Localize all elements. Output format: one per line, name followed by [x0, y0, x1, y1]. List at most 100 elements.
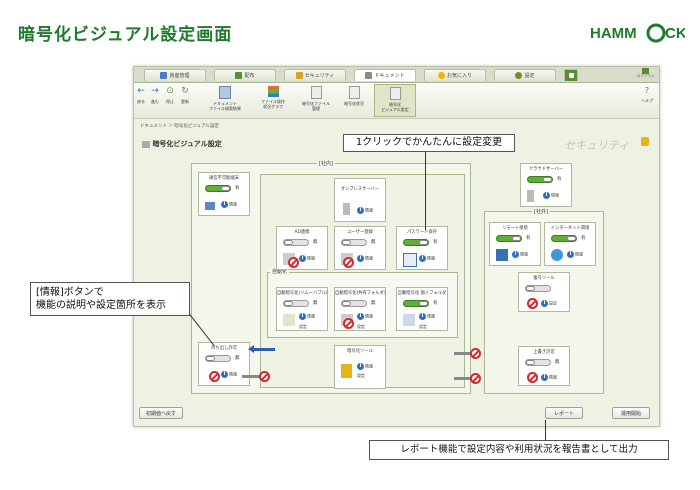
- deny-icon: [527, 298, 538, 309]
- toggle-ad[interactable]: [283, 239, 309, 246]
- document-icon: [365, 72, 373, 79]
- callout-pointer: [425, 152, 426, 230]
- hammock-logo: HAMM CK: [590, 22, 687, 44]
- external-zone-label: [社外]: [532, 208, 550, 215]
- stop-button[interactable]: ⊙ 停止: [166, 86, 174, 104]
- refresh-button[interactable]: ↻ 更新: [181, 86, 189, 104]
- settings-screen-icon: [142, 140, 150, 148]
- network-icon: [205, 202, 215, 210]
- tab-settings[interactable]: 設定: [494, 69, 556, 81]
- toggle-auto-removable[interactable]: [283, 300, 309, 307]
- callout-pointer: [545, 420, 546, 440]
- toolbar-file-graph[interactable]: ファイル操作状況グラフ: [254, 86, 292, 109]
- forward-arrow-icon: →: [151, 86, 159, 96]
- encryption-status-icon: [348, 86, 360, 99]
- back-button[interactable]: ← 戻る: [137, 86, 145, 104]
- home-icon: [568, 73, 574, 78]
- deny-icon: [343, 318, 354, 329]
- deny-icon: [470, 373, 481, 384]
- start-operation-button[interactable]: 運用開始: [612, 407, 650, 419]
- toggle-internet[interactable]: [551, 235, 577, 242]
- toolbar-visual-settings[interactable]: 暗号化ビジュアル設定: [374, 84, 416, 117]
- toggle-auto-personal[interactable]: [403, 300, 429, 307]
- tab-favorites[interactable]: お気に入り: [424, 69, 486, 81]
- flow-arrow: [251, 348, 275, 351]
- globe-icon: [551, 249, 563, 261]
- toggle-decryption-tool[interactable]: [525, 285, 551, 292]
- lock-icon: [295, 72, 303, 79]
- refresh-icon: ↻: [181, 86, 189, 96]
- toggle-export-permit[interactable]: [525, 359, 551, 366]
- tab-bar: 資産管理 配布 セキュリティ ドキュメント お気に入り 設定 ログアウト: [134, 67, 659, 83]
- callout-report: レポート機能で設定内容や利用状況を報告書として出力: [369, 440, 669, 460]
- arrow-head-icon: [248, 345, 254, 353]
- toggle-auto-network[interactable]: [341, 300, 367, 307]
- tab-distribution[interactable]: 配布: [214, 69, 276, 81]
- server-icon: [343, 203, 350, 215]
- server-icon: [527, 190, 534, 202]
- logout-icon: [642, 68, 650, 74]
- document-search-icon: [219, 86, 231, 99]
- breadcrumb: ドキュメント ＞ 暗号化ビジュアル設定: [140, 124, 219, 129]
- auto-encrypt-label: 自動化: [270, 268, 290, 275]
- deny-icon: [470, 348, 481, 359]
- toggle-remote[interactable]: [496, 235, 522, 242]
- deny-icon: [259, 371, 270, 382]
- back-arrow-icon: ←: [137, 86, 145, 96]
- chart-icon: [267, 86, 279, 97]
- toggle-password[interactable]: [403, 239, 429, 246]
- forward-button[interactable]: → 進む: [151, 86, 159, 104]
- toolbar-document-search[interactable]: ドキュメントファイル検索結果: [202, 86, 248, 111]
- tab-security[interactable]: セキュリティ: [284, 69, 346, 81]
- usb-icon: [283, 314, 295, 326]
- tab-document[interactable]: ドキュメント: [354, 69, 416, 81]
- toolbar: ← 戻る → 進む ⊙ 停止 ↻ 更新 ドキュメントファイル検索結果 ファイル操…: [134, 83, 659, 119]
- callout-info-button: [情報]ボタンで 機能の説明や設定箇所を表示: [30, 282, 190, 316]
- setting-button[interactable]: 設定: [357, 324, 365, 329]
- report-button[interactable]: レポート: [545, 407, 583, 419]
- deny-icon: [343, 257, 354, 268]
- setting-button[interactable]: 設定: [299, 324, 307, 329]
- monitor-icon: [160, 72, 168, 79]
- toolbar-encryption-status[interactable]: 暗号化状況: [338, 86, 370, 106]
- toolbar-encrypted-files[interactable]: 暗号化ファイル管理: [297, 86, 335, 111]
- reset-button[interactable]: 初期値へ戻す: [139, 407, 183, 419]
- toggle-mobile-ban[interactable]: [205, 185, 231, 192]
- tab-asset[interactable]: 資産管理: [144, 69, 206, 81]
- screen-title: 暗号化ビジュアル設定: [142, 139, 222, 149]
- toggle-bring-out[interactable]: [205, 355, 231, 362]
- encrypted-file-icon: [310, 86, 322, 99]
- remote-icon: [496, 249, 508, 261]
- setting-button[interactable]: 設定: [419, 324, 427, 329]
- tab-home[interactable]: [564, 69, 578, 81]
- toggle-user-registration[interactable]: [341, 239, 367, 246]
- help-button[interactable]: ? ヘルプ: [641, 86, 653, 103]
- toggle-cloud-server[interactable]: [527, 176, 553, 183]
- logout-button[interactable]: ログアウト: [637, 68, 655, 79]
- setting-button[interactable]: 設定: [357, 373, 365, 378]
- internal-zone-label: [社内]: [317, 160, 335, 167]
